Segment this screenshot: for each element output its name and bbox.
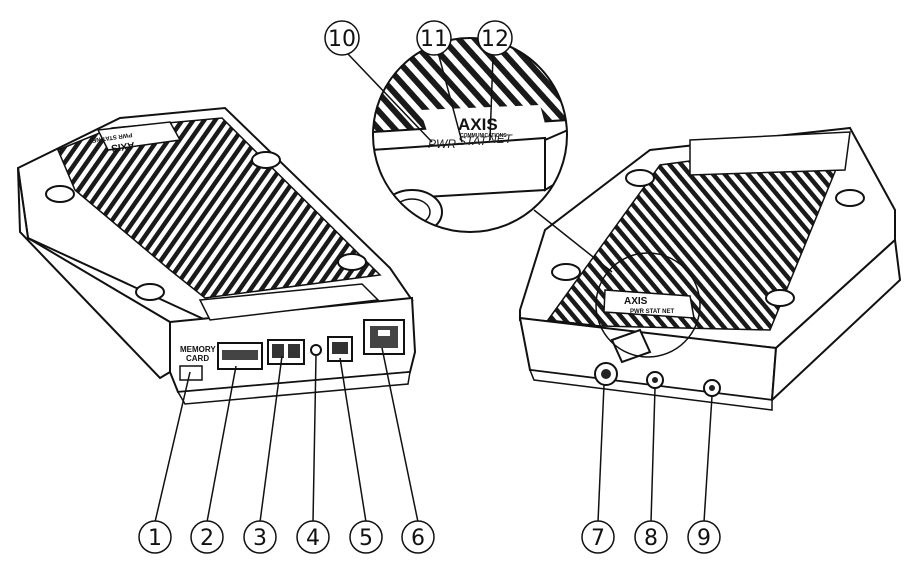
zoom-led-stat: STAT	[458, 134, 489, 148]
callout-5-label: 5	[359, 526, 373, 551]
callout-12: 12	[477, 20, 513, 56]
callout-8-label: 8	[644, 526, 658, 551]
callout-4-label: 4	[306, 526, 320, 551]
detail-highlight-circle	[595, 252, 701, 358]
right-heatsink-fins	[546, 139, 850, 331]
left-mount-hole-1	[45, 185, 75, 203]
callout-7: 7	[581, 520, 615, 554]
right-led-row-text: PWR STAT NET	[630, 309, 674, 315]
callout-7-label: 7	[591, 526, 605, 551]
callout-9: 9	[687, 520, 721, 554]
callout-9-label: 9	[697, 526, 711, 551]
zoom-detail: AXIS COMMUNICATIONS PWR STAT NET	[372, 37, 568, 233]
callout-2: 2	[190, 520, 224, 554]
zoom-led-pwr: PWR	[428, 137, 456, 151]
callout-3-label: 3	[253, 526, 267, 551]
right-mount-hole-2	[835, 189, 865, 207]
callout-6-label: 6	[411, 526, 425, 551]
left-mount-hole-2	[251, 151, 281, 169]
callout-4: 4	[296, 520, 330, 554]
right-brand-text: AXIS	[624, 296, 648, 307]
callout-11: 11	[416, 20, 452, 56]
memory-card-label-2: CARD	[186, 354, 209, 363]
zoom-brand-text: AXIS	[458, 115, 498, 134]
callout-leader-lines	[154, 53, 713, 523]
callout-10-label: 10	[328, 27, 356, 52]
right-mount-hole-1	[625, 169, 655, 187]
callout-8: 8	[634, 520, 668, 554]
memory-card-slot	[179, 365, 203, 381]
right-led-label-plate	[603, 289, 695, 319]
callout-3: 3	[243, 520, 277, 554]
left-top-label-plate	[96, 121, 182, 151]
callout-1-label: 1	[148, 526, 162, 551]
left-mount-hole-4	[337, 253, 367, 271]
right-mount-hole-3	[551, 263, 581, 281]
callout-6: 6	[401, 520, 435, 554]
callout-1: 1	[138, 520, 172, 554]
callout-11-label: 11	[420, 27, 448, 52]
zoom-led-net: NET	[488, 132, 514, 146]
left-device: AXIS PWR STAT NET MEMORY CARD	[16, 106, 417, 405]
left-brand-text: AXIS	[110, 139, 135, 153]
memory-card-label-1: MEMORY	[180, 345, 216, 354]
control-button	[310, 344, 322, 356]
right-device: AXIS PWR STAT NET	[518, 126, 902, 411]
callout-2-label: 2	[200, 526, 214, 551]
callout-10: 10	[324, 20, 360, 56]
callout-5: 5	[349, 520, 383, 554]
left-mount-hole-3	[135, 283, 165, 301]
right-mount-hole-4	[765, 289, 795, 307]
callout-12-label: 12	[481, 27, 509, 52]
zoom-brand-sub-text: COMMUNICATIONS	[460, 133, 507, 139]
